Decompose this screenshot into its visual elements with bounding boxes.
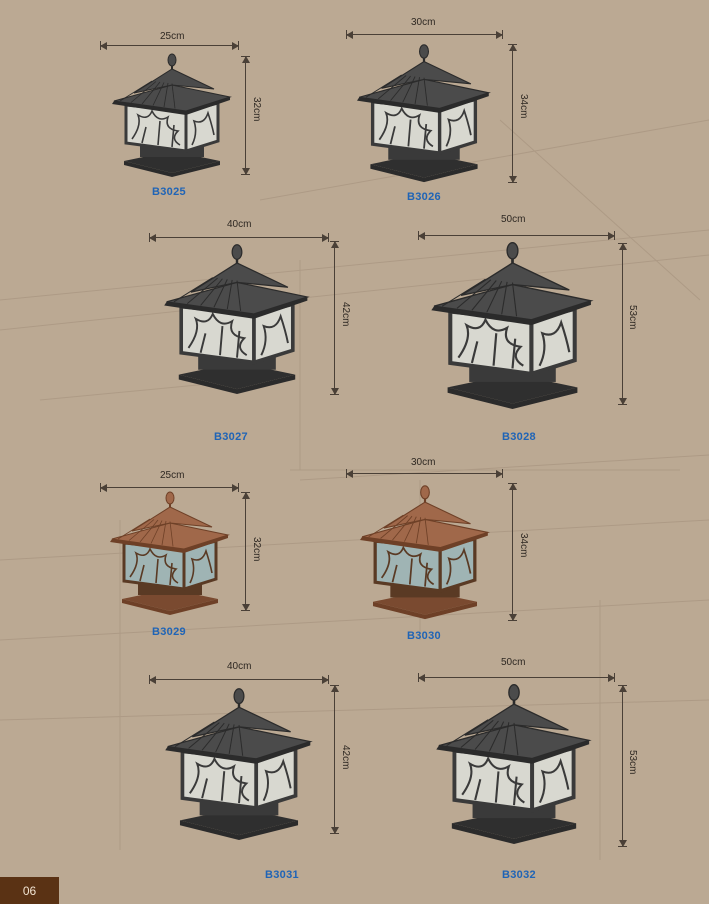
lamp-image-bronze bbox=[110, 491, 230, 615]
lamp-image-bronze bbox=[360, 485, 490, 620]
lamp-image-dark bbox=[112, 53, 232, 177]
lamp-image-dark bbox=[431, 241, 594, 409]
width-dimension-line bbox=[346, 30, 503, 39]
product-code: B3030 bbox=[407, 630, 441, 642]
lamp-image-dark bbox=[165, 688, 313, 840]
height-label: 53cm bbox=[627, 305, 638, 330]
width-dimension-line bbox=[418, 231, 615, 240]
product-code: B3026 bbox=[407, 191, 441, 203]
product-code: B3029 bbox=[152, 626, 186, 638]
width-dimension-line bbox=[149, 675, 329, 684]
width-dimension-line bbox=[100, 41, 239, 50]
height-label: 53cm bbox=[627, 750, 638, 775]
width-label: 25cm bbox=[160, 31, 185, 42]
lamp-image-dark bbox=[436, 684, 592, 844]
width-dimension-line bbox=[346, 469, 503, 478]
height-label: 34cm bbox=[518, 94, 529, 119]
page-number-tab: 06 bbox=[0, 877, 59, 904]
product-code: B3031 bbox=[265, 869, 299, 881]
width-dimension-line bbox=[418, 673, 615, 682]
product-code: B3028 bbox=[502, 431, 536, 443]
height-dimension-line bbox=[330, 685, 339, 834]
width-label: 40cm bbox=[227, 661, 252, 672]
height-label: 32cm bbox=[251, 97, 262, 122]
width-label: 30cm bbox=[411, 17, 436, 28]
height-dimension-line bbox=[618, 685, 627, 847]
product-code: B3025 bbox=[152, 186, 186, 198]
height-dimension-line bbox=[241, 492, 250, 611]
lamp-image-dark bbox=[357, 44, 491, 183]
product-code: B3032 bbox=[502, 869, 536, 881]
width-dimension-line bbox=[100, 483, 239, 492]
product-code: B3027 bbox=[214, 431, 248, 443]
width-label: 50cm bbox=[501, 214, 526, 225]
height-label: 34cm bbox=[518, 533, 529, 558]
page-number: 06 bbox=[22, 883, 37, 898]
width-label: 50cm bbox=[501, 657, 526, 668]
height-label: 42cm bbox=[340, 302, 351, 327]
height-dimension-line bbox=[241, 56, 250, 175]
height-dimension-line bbox=[618, 243, 627, 405]
width-dimension-line bbox=[149, 233, 329, 242]
width-label: 25cm bbox=[160, 470, 185, 481]
width-label: 40cm bbox=[227, 219, 252, 230]
height-dimension-line bbox=[508, 44, 517, 183]
width-label: 30cm bbox=[411, 457, 436, 468]
height-label: 42cm bbox=[340, 745, 351, 770]
height-dimension-line bbox=[508, 483, 517, 621]
height-dimension-line bbox=[330, 241, 339, 395]
lamp-image-dark bbox=[164, 244, 310, 394]
height-label: 32cm bbox=[251, 537, 262, 562]
